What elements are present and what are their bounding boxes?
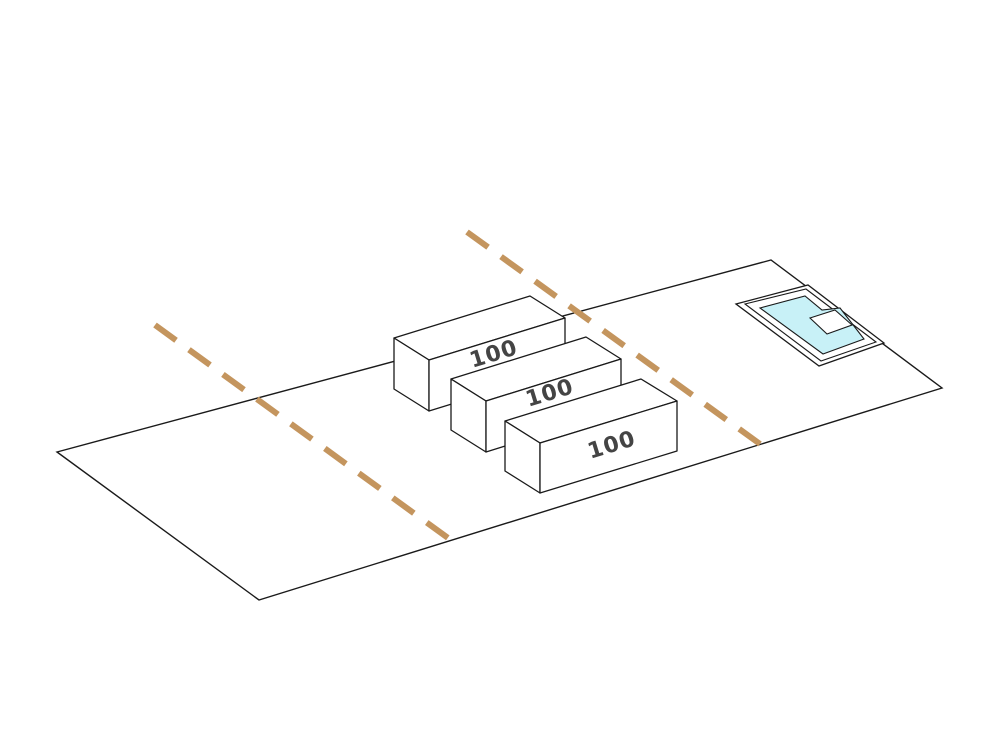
dashed-boundary-right	[465, 229, 762, 447]
block-3-front	[539, 400, 678, 494]
swimming-pool-icon	[734, 284, 886, 367]
dashed-boundary-left	[153, 322, 450, 541]
pool-deck	[808, 309, 854, 335]
building-block-3: 100	[504, 378, 678, 494]
pool-water	[758, 295, 865, 355]
